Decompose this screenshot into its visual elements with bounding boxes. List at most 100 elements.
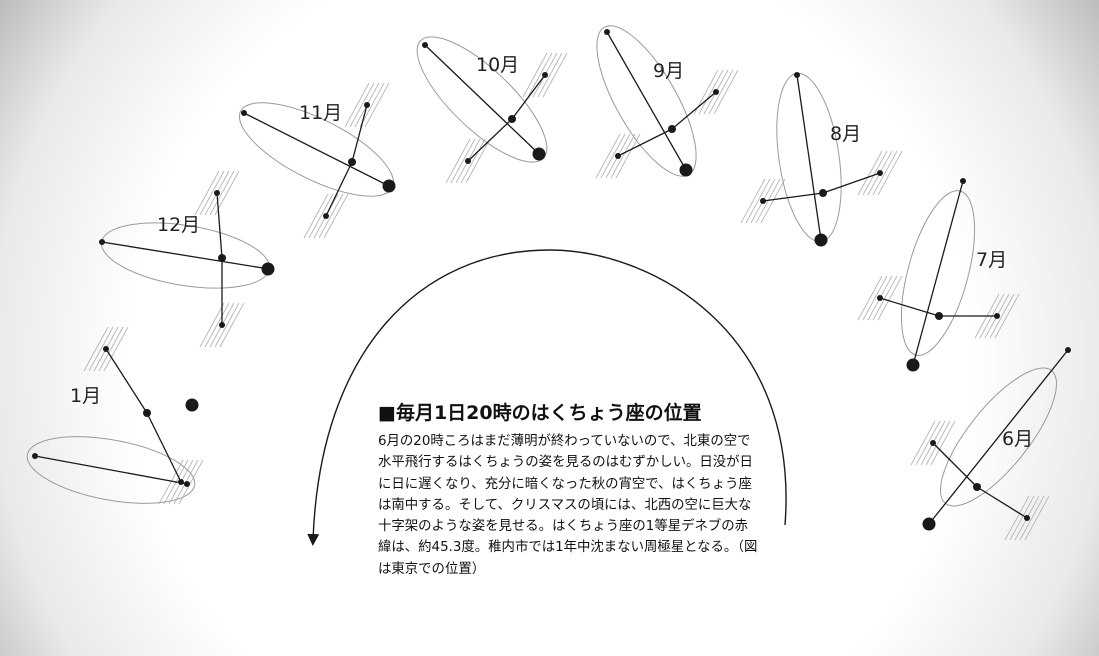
feather-stroke [600,133,626,179]
wing-star [760,198,766,204]
month-label-jun: 6月 [1002,428,1033,450]
feather-stroke [1019,495,1045,541]
feather-stroke [527,52,553,98]
feather-stroke [1009,495,1035,541]
deneb-star [794,72,800,78]
feather-stroke [930,420,956,466]
body-line [606,31,687,171]
feather-stroke [199,302,225,348]
wing-line [617,128,673,157]
feather-stroke [713,69,739,115]
feather-stroke [318,193,344,239]
sadr-star [348,158,356,166]
feather-stroke [359,82,385,128]
feather-stroke [194,170,220,216]
feather-stroke [595,133,621,179]
feather-stroke [199,170,225,216]
feather-stroke [872,150,898,196]
caption-title: ■毎月1日20時のはくちょう座の位置 [378,402,702,424]
wing-star [877,170,883,176]
wing-star [542,72,548,78]
sadr-star [508,115,516,123]
month-label-aug: 8月 [830,123,861,145]
deneb-star [241,110,247,116]
feather-stroke [214,302,240,348]
feather-stroke [214,170,240,216]
body-line [796,74,822,241]
wing-star [615,153,621,159]
wing-star [713,89,719,95]
feather-stroke [465,138,491,184]
wing-line [467,118,513,162]
feather-stroke [349,82,375,128]
wing-star [1024,515,1030,521]
feather-stroke [98,326,124,372]
wing-line [932,442,978,488]
feather-stroke [344,82,370,128]
wing-line [879,297,940,317]
month-label-jan: 1月 [70,385,101,407]
feather-stroke [872,275,898,321]
feather-stroke [103,326,129,372]
feather-stroke [308,193,334,239]
sadr-star [143,409,151,417]
feather-stroke [450,138,476,184]
feather-stroke [698,69,724,115]
feather-stroke [862,150,888,196]
feather-stroke [88,326,114,372]
feather-stroke [740,178,766,224]
deneb-star [1065,347,1071,353]
feather-stroke [537,52,563,98]
swan-nov [238,82,396,239]
swan-dec [99,170,275,348]
swan-body-outline [26,436,196,504]
deneb-star [99,239,105,245]
wing-star [103,346,109,352]
deneb-star [32,453,38,459]
wing-star [877,295,883,301]
month-label-dec: 12月 [157,214,200,236]
bright-star-dot [679,163,693,177]
feather-stroke [219,302,245,348]
wing-star [219,322,225,328]
wing-star [994,313,1000,319]
seasonal-motion-arc [307,249,787,546]
wing-star [465,158,471,164]
feather-stroke [364,82,390,128]
feather-stroke [178,459,204,505]
feather-stroke [857,150,883,196]
body-line [424,44,540,155]
bright-star-dot [382,179,396,193]
bright-star-dot [922,517,936,531]
feather-stroke [989,293,1015,339]
feather-stroke [445,138,471,184]
feather-stroke [910,420,936,466]
feather-stroke [877,275,903,321]
bright-star-dot [814,233,828,247]
bright-star-dot [261,262,275,276]
feather-stroke [460,138,486,184]
sadr-star [218,254,226,262]
sadr-star [973,483,981,491]
month-label-oct: 10月 [476,54,519,76]
wing-star [930,440,936,446]
feather-stroke [925,420,951,466]
feather-stroke [323,193,349,239]
swan-aug [740,72,903,247]
bright-star-dot [532,147,546,161]
sadr-star [935,312,943,320]
wing-star [323,213,329,219]
feather-stroke [708,69,734,115]
feather-stroke [1024,495,1050,541]
bright-star-dot [906,358,920,372]
feather-stroke [158,459,184,505]
body-line [101,241,270,270]
feather-stroke [994,293,1020,339]
deneb-star [604,29,610,35]
feather-stroke [542,52,568,98]
sadr-star [668,125,676,133]
caption: ■毎月1日20時のはくちょう座の位置 6月の20時ころはまだ薄明が終わっていない… [378,398,758,580]
albireo-star [184,481,190,487]
wing-line [671,91,717,130]
